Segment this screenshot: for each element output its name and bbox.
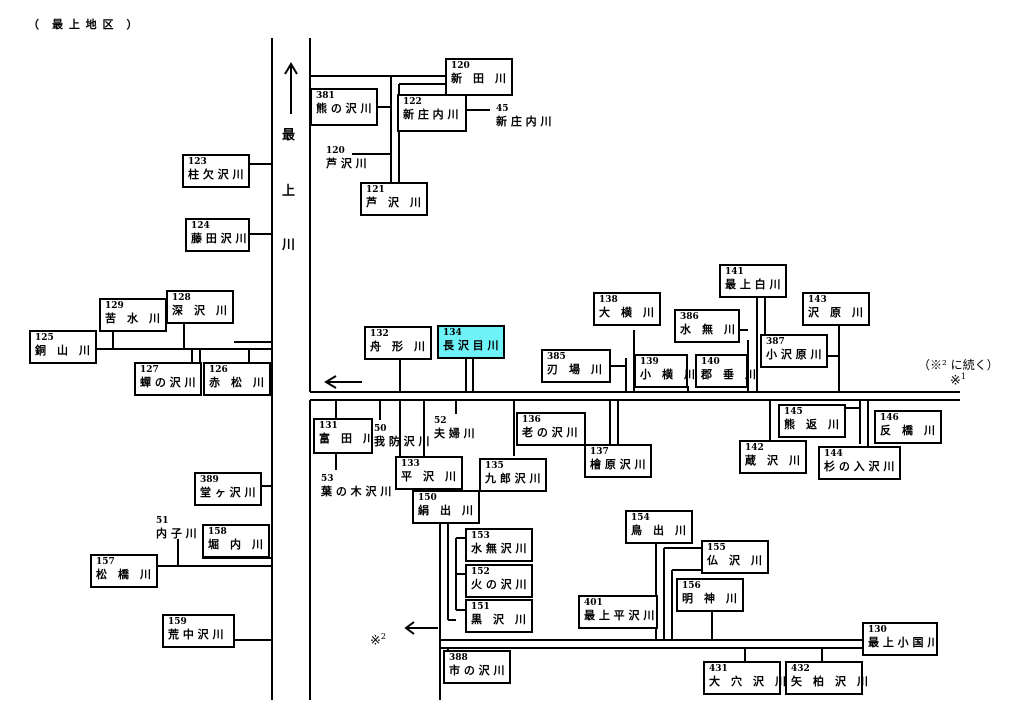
mogami-river-label-3: 川 (282, 238, 296, 253)
continued-note: （※² に続く） (918, 358, 999, 372)
mark-1: ※1 (950, 372, 966, 389)
mogami-river-label-2: 上 (282, 184, 296, 199)
page-title: （ 最 上 地 区 ） (28, 18, 139, 31)
mogami-river-label-1: 最 (282, 128, 296, 143)
mark-2: ※2 (370, 632, 386, 649)
